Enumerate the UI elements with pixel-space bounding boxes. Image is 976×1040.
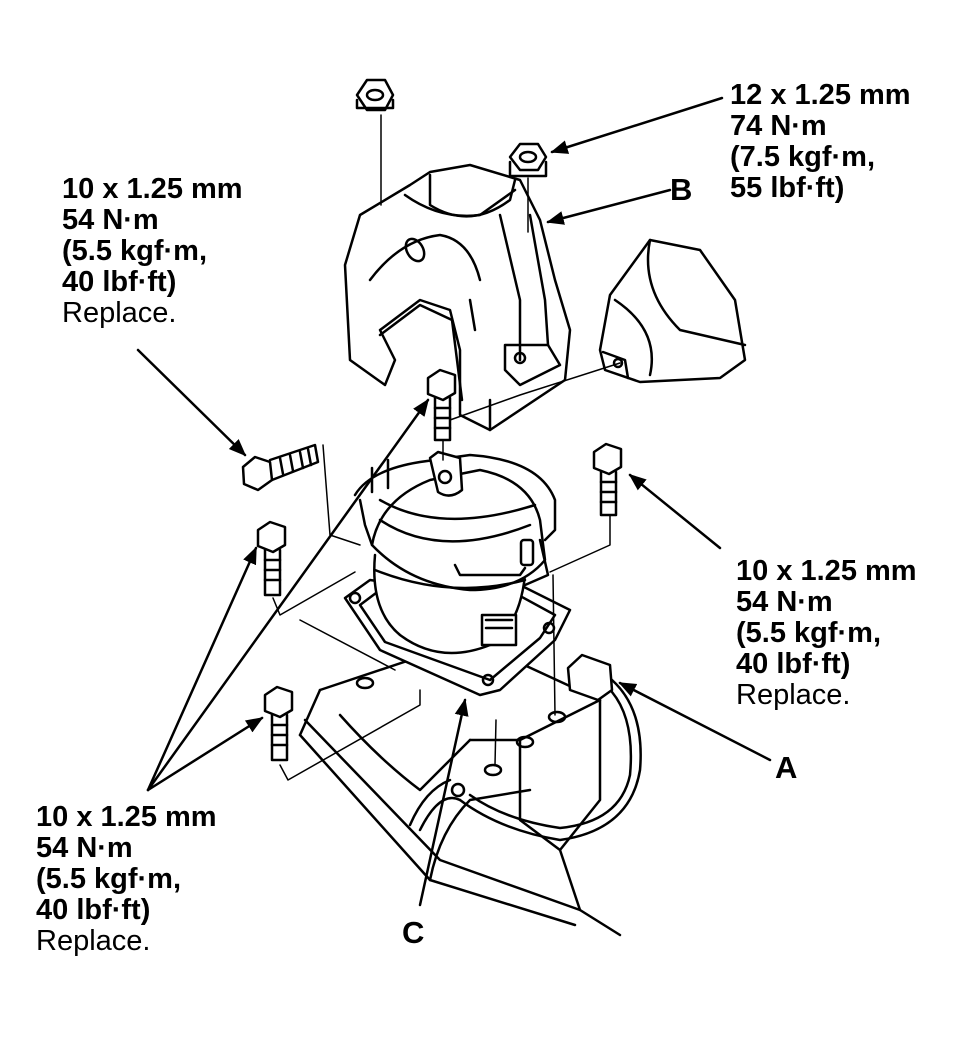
spec-torque-lbf: 40 lbf·ft) — [736, 648, 851, 680]
flange-nut-top — [355, 78, 395, 112]
bolt-lower-left-2 — [263, 685, 294, 762]
spec-size: 10 x 1.25 mm — [36, 801, 217, 833]
spec-torque-lbf: 40 lbf·ft) — [36, 894, 151, 926]
leader-bl-1 — [146, 546, 258, 792]
spec-note: Replace. — [62, 297, 177, 329]
spec-note: Replace. — [736, 679, 851, 711]
leader-c — [418, 698, 469, 907]
spec-note: Replace. — [36, 925, 151, 957]
spec-top-left: 10 x 1.25 mm 54 N·m (5.5 kgf·m, 40 lbf·f… — [62, 174, 243, 329]
spec-torque-kgf: (5.5 kgf·m, — [62, 235, 208, 267]
spec-torque-lbf: 55 lbf·ft) — [730, 172, 845, 204]
spec-size: 10 x 1.25 mm — [736, 555, 917, 587]
flange-nut-b — [508, 142, 548, 178]
upper-mount-bracket-b — [343, 163, 572, 432]
leader-12x125 — [550, 96, 724, 154]
spec-torque-nm: 74 N·m — [730, 110, 827, 142]
spec-torque-kgf: (5.5 kgf·m, — [736, 617, 882, 649]
harness-connector-a — [408, 653, 642, 842]
alignment-lines — [272, 114, 621, 781]
spec-bottom-left: 10 x 1.25 mm 54 N·m (5.5 kgf·m, 40 lbf·f… — [36, 802, 217, 957]
spec-size: 12 x 1.25 mm — [730, 79, 911, 111]
leader-top-left — [136, 348, 247, 457]
callout-c: C — [402, 915, 425, 950]
spec-top-right: 12 x 1.25 mm 74 N·m (7.5 kgf·m, 55 lbf·f… — [730, 80, 911, 204]
leader-right — [628, 473, 722, 550]
callout-b: B — [670, 172, 693, 207]
leader-arrows — [136, 96, 772, 907]
spec-size: 10 x 1.25 mm — [62, 173, 243, 205]
spec-torque-kgf: (7.5 kgf·m, — [730, 141, 876, 173]
spec-right: 10 x 1.25 mm 54 N·m (5.5 kgf·m, 40 lbf·f… — [736, 556, 917, 711]
bolt-upper-left — [241, 443, 320, 492]
bolt-lower-left-1 — [256, 520, 287, 597]
callout-a: A — [775, 750, 798, 785]
bolt-right — [592, 442, 623, 517]
spec-torque-lbf: 40 lbf·ft) — [62, 266, 177, 298]
leader-bl-2 — [146, 716, 264, 792]
spec-torque-nm: 54 N·m — [736, 586, 833, 618]
leader-a — [618, 681, 772, 762]
engine-mount-body — [353, 450, 557, 655]
leader-b — [546, 188, 672, 225]
spec-torque-kgf: (5.5 kgf·m, — [36, 863, 182, 895]
bolt-upper-center — [426, 368, 457, 442]
spec-torque-nm: 54 N·m — [62, 204, 159, 236]
spec-torque-nm: 54 N·m — [36, 832, 133, 864]
transmission-bracket — [598, 238, 747, 384]
leader-bl-3 — [146, 398, 430, 792]
